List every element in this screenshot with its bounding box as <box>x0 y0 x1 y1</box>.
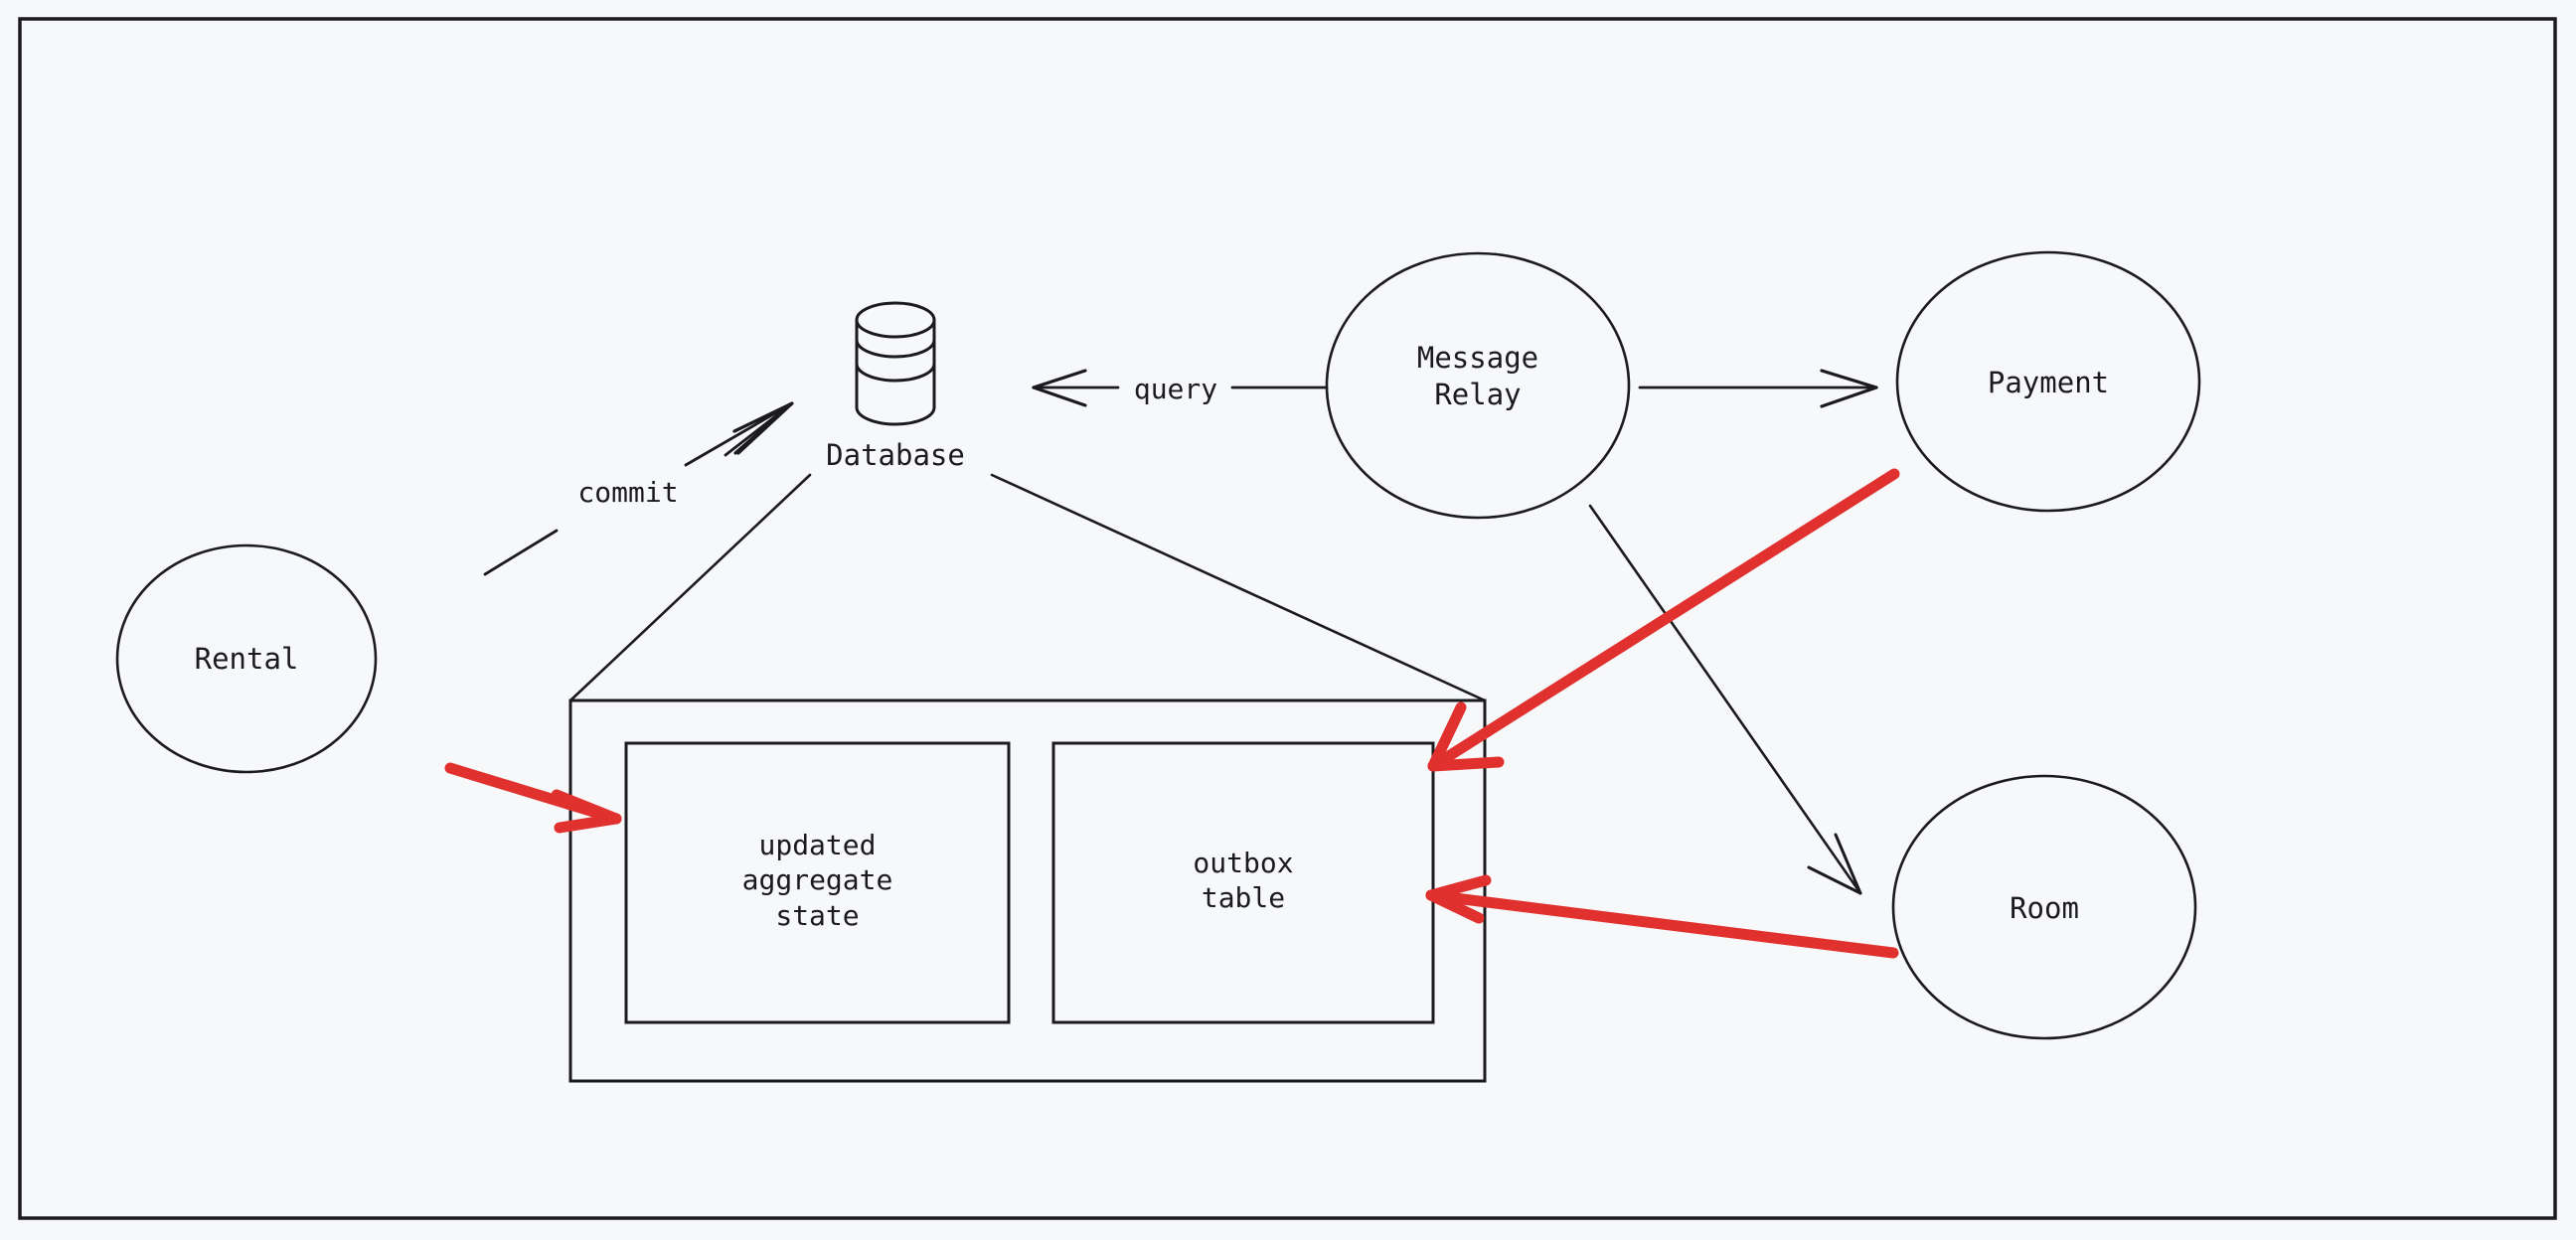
node-room[interactable] <box>1891 774 2197 1040</box>
transaction-boundary-roof <box>568 473 1487 702</box>
edge-payment-outbox-table <box>1427 468 1900 772</box>
edge-rental-commit-database <box>483 401 794 576</box>
edge-message-relay-payment <box>1638 369 1878 408</box>
edge-message-relay-query-database <box>1032 369 1329 407</box>
node-payment[interactable] <box>1895 250 2201 513</box>
database-transaction-box <box>568 698 1487 1083</box>
edge-message-relay-room <box>1588 504 1862 895</box>
edge-rental-aggregate-state <box>444 762 622 834</box>
node-rental[interactable] <box>115 543 378 774</box>
node-message-relay[interactable] <box>1325 251 1631 520</box>
box-outbox-table[interactable] <box>1051 741 1435 1024</box>
edge-room-outbox-table <box>1425 874 1899 959</box>
database-cylinder-icon <box>855 301 936 426</box>
outer-frame <box>18 17 2557 1220</box>
box-updated-aggregate-state[interactable] <box>624 741 1011 1024</box>
